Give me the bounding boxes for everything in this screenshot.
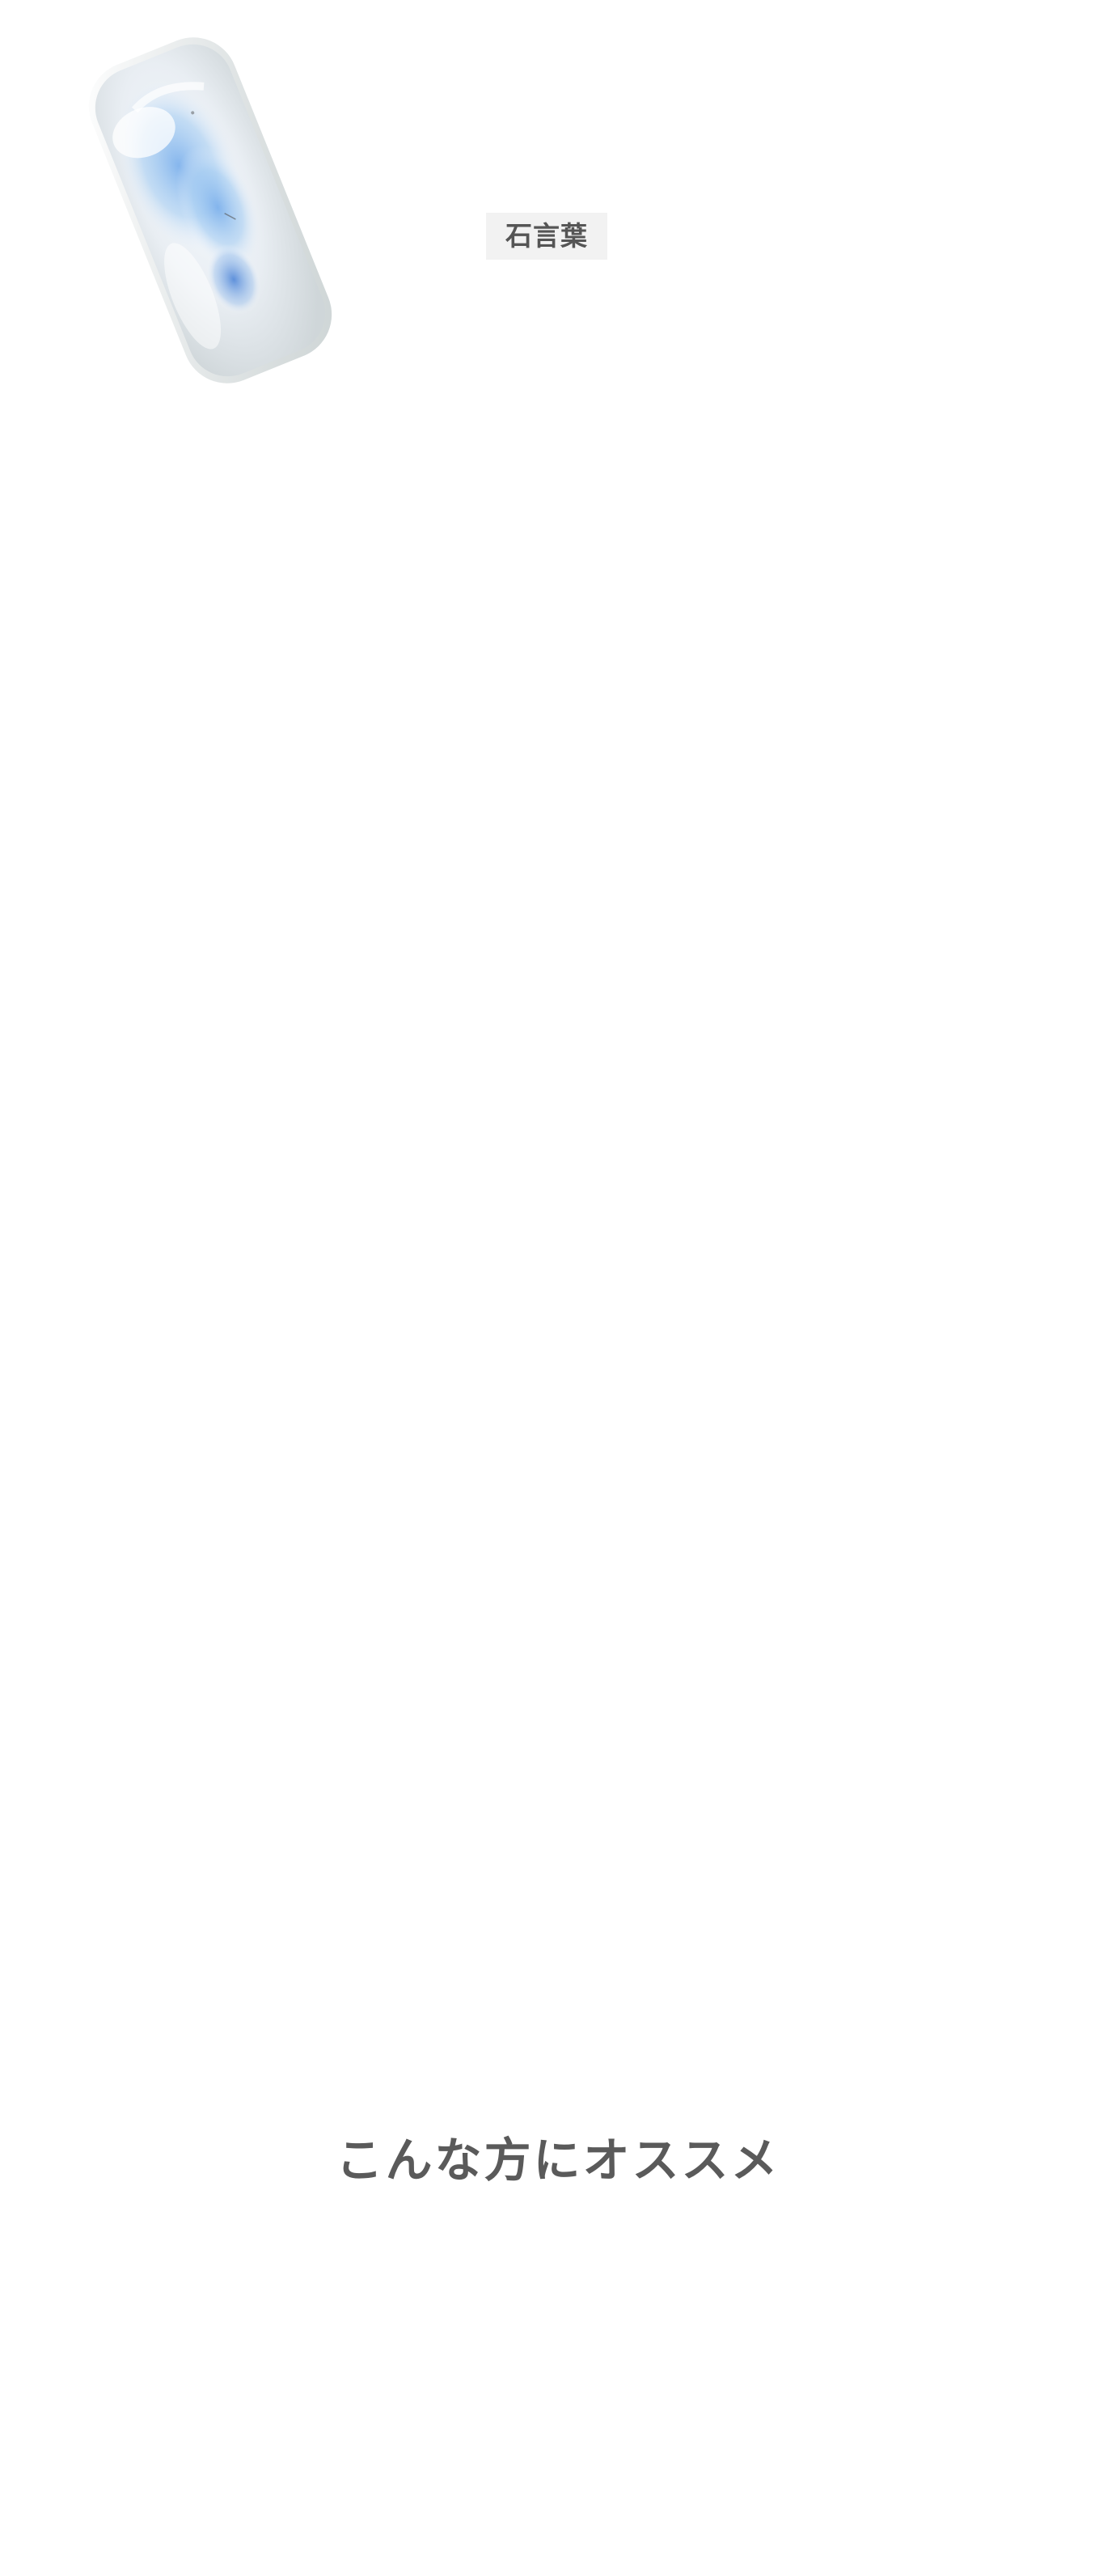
stone-words-tag: 石言葉 <box>486 213 607 260</box>
recommend-heading: こんな方にオススメ <box>336 2133 780 2188</box>
moonstone-cabochon-icon <box>88 37 332 383</box>
moonstone-image <box>57 16 364 405</box>
